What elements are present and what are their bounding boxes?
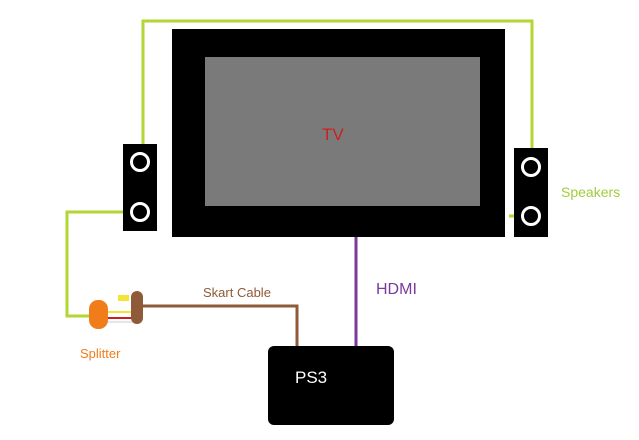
speaker-wire-to-splitter bbox=[65, 210, 126, 318]
ps3-console bbox=[268, 346, 394, 425]
left-speaker-bottom-driver bbox=[130, 202, 150, 222]
skart-cable-label: Skart Cable bbox=[203, 285, 271, 300]
tv-label: TV bbox=[322, 125, 344, 144]
skart-connector bbox=[131, 291, 143, 324]
speakers-label: Speakers bbox=[561, 184, 621, 200]
ps3-label: PS3 bbox=[295, 368, 328, 387]
splitter-label: Splitter bbox=[80, 346, 121, 361]
hdmi-label: HDMI bbox=[376, 281, 417, 298]
right-speaker-bottom-driver bbox=[521, 206, 541, 226]
right-speaker bbox=[514, 148, 548, 237]
right-speaker-top-driver bbox=[521, 157, 541, 177]
left-speaker-top-driver bbox=[130, 152, 150, 172]
left-speaker bbox=[123, 144, 157, 231]
splitter-plug bbox=[89, 300, 108, 329]
tv-screen bbox=[205, 57, 480, 206]
splitter bbox=[89, 291, 143, 329]
skart-cable bbox=[140, 304, 299, 348]
speaker-wire-top bbox=[141, 19, 534, 153]
